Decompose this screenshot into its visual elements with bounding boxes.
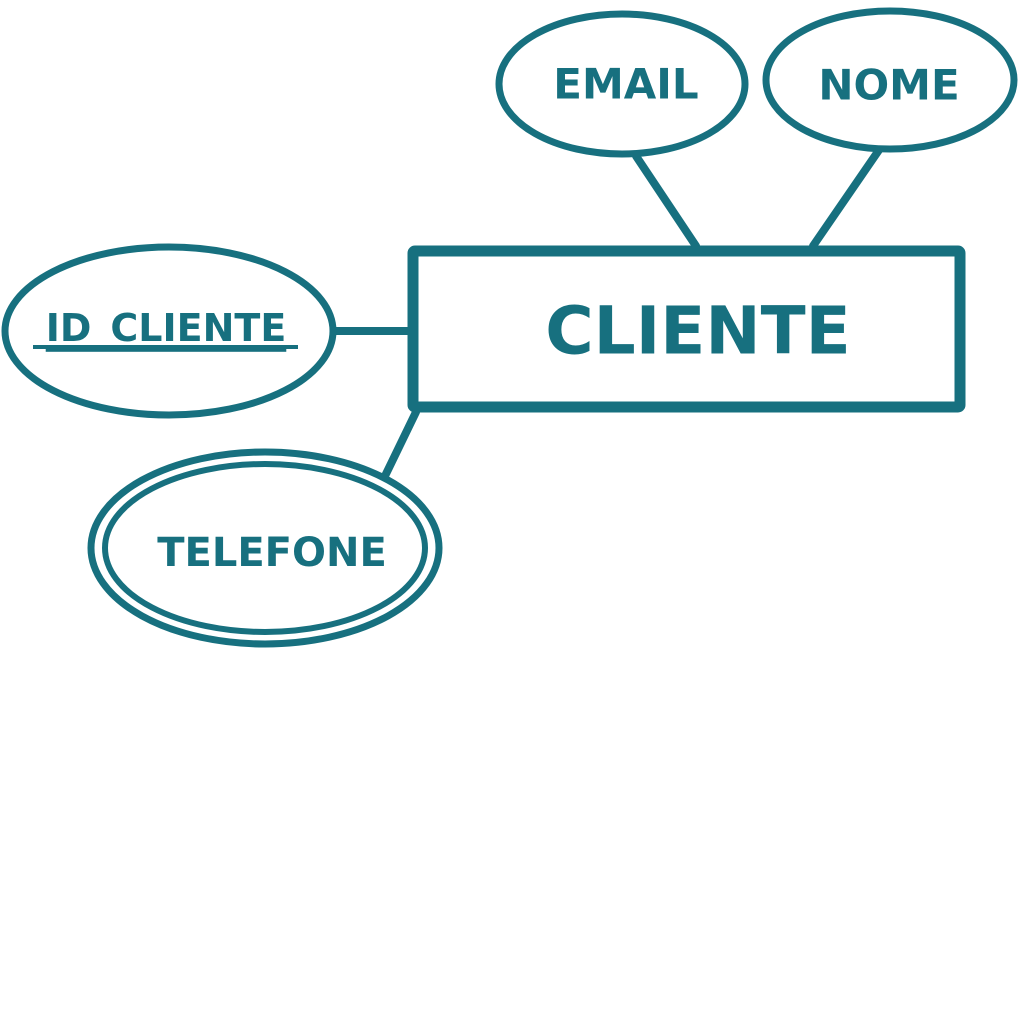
- telefone-connector-line: [381, 408, 420, 480]
- cliente-entity-label: CLIENTE: [545, 293, 850, 370]
- id-cliente-attribute-label: ID_CLIENTE: [46, 306, 287, 350]
- telefone-attribute-inner-ellipse: [102, 461, 428, 635]
- id-cliente-attribute-ellipse[interactable]: [1, 243, 337, 419]
- telefone-attribute-label: TELEFONE: [157, 530, 387, 576]
- nome-connector-line: [809, 146, 883, 250]
- email-attribute-label: EMAIL: [553, 60, 698, 109]
- email-attribute-ellipse[interactable]: [495, 10, 749, 158]
- telefone-attribute-outer-ellipse[interactable]: [87, 448, 443, 648]
- cliente-entity-box[interactable]: [407, 245, 966, 413]
- nome-attribute-ellipse[interactable]: [762, 7, 1018, 153]
- nome-attribute-label: NOME: [818, 61, 959, 110]
- email-connector-line: [632, 152, 700, 250]
